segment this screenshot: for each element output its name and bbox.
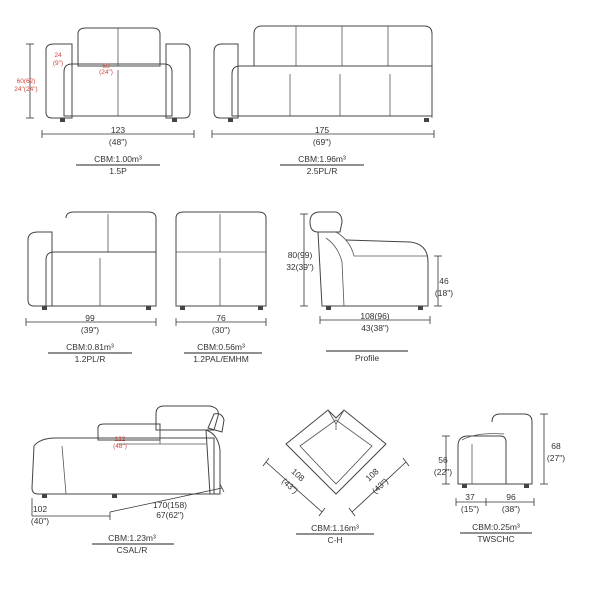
sofa-1-2plr-drawing [27,211,157,310]
width-in: (38") [502,504,520,514]
depth-in: 43(38") [361,323,389,333]
arm-width-cm: 37 [465,492,475,502]
seat-depth-cm: 122 [115,436,126,443]
module-1-5p: 24 (9") 60 (24") 60(62) 24"(24") 123 (48… [14,27,195,176]
sofa-1-2pal-drawing [175,211,267,310]
module-2-5plr: 175 (69") CBM:1.96m³ 2.5PL/R [211,25,435,176]
seat-height-cm: 56 [438,455,448,465]
width-in: (30") [212,325,230,335]
height-cm: 60(62) [17,78,36,85]
model-code: Profile [355,353,379,363]
cbm-label: CBM:1.23m³ [108,533,156,543]
model-code: TWSCHC [477,534,514,544]
model-code: 1.2PL/R [75,354,106,364]
width-cm: 76 [216,313,226,323]
seat-depth-in: (48") [113,443,127,450]
depth-cm: 108(96) [360,311,389,321]
sofa-profile-drawing [309,211,429,310]
seat-depth-cm: 60 [102,63,110,70]
corner-ch-drawing [285,409,387,495]
module-ch: 108 (43") 108 (43") CBM:1.16m³ C-H [262,409,410,545]
cbm-label: CBM:1.16m³ [311,523,359,533]
sofa-1-5p-drawing [45,27,191,122]
chaise-csalr-drawing [31,405,225,498]
width-in: (48") [109,137,127,147]
depth-in: (40") [31,516,49,526]
cbm-label: CBM:0.25m³ [472,522,520,532]
model-code: CSAL/R [117,545,148,555]
seat-height-in: (22") [434,467,452,477]
sofa-2-5plr-drawing [213,25,433,122]
width-cm: 123 [111,125,125,135]
height-cm: 80(99) [288,250,313,260]
arm-width-in: (9") [53,60,63,67]
arm-width-in: (15") [461,504,479,514]
model-code: 1.2PAL/EMHM [193,354,249,364]
height-cm: 68 [551,441,561,451]
length-cm: 170(158) [153,500,187,510]
seat-depth-in: (24") [99,69,113,76]
cbm-label: CBM:1.96m³ [298,154,346,164]
chair-twschc-drawing [457,413,533,488]
height-in: (27") [547,453,565,463]
width-cm: 96 [506,492,516,502]
width-cm: 99 [85,313,95,323]
length-in: 67(62") [156,510,184,520]
model-code: 2.5PL/R [307,166,338,176]
seat-height-cm: 46 [439,276,449,286]
module-twschc: 68 (27") 56 (22") 37 (15") 96 (38") CBM:… [434,413,565,544]
cbm-label: CBM:0.56m³ [197,342,245,352]
width-cm: 175 [315,125,329,135]
cbm-label: CBM:0.81m³ [66,342,114,352]
model-code: 1.5P [109,166,127,176]
module-profile: 80(99) 32(39") 46 (18") 108(96) 43(38") … [286,211,453,363]
height-in: 32(39") [286,262,314,272]
module-1-2plr: 99 (39") CBM:0.81m³ 1.2PL/R [25,211,157,364]
module-1-2pal-emhm: 76 (30") CBM:0.56m³ 1.2PAL/EMHM [175,211,267,364]
seat-height-in: (18") [435,288,453,298]
height-in: 24"(24") [14,86,37,93]
model-code: C-H [327,535,342,545]
cbm-label: CBM:1.00m³ [94,154,142,164]
width-in: (69") [313,137,331,147]
width-in: (39") [81,325,99,335]
arm-width-cm: 24 [54,52,62,59]
module-csalr: 122 (48") 102 (40") 170(158) 67(62") CBM… [31,405,225,555]
depth-cm: 102 [33,504,47,514]
